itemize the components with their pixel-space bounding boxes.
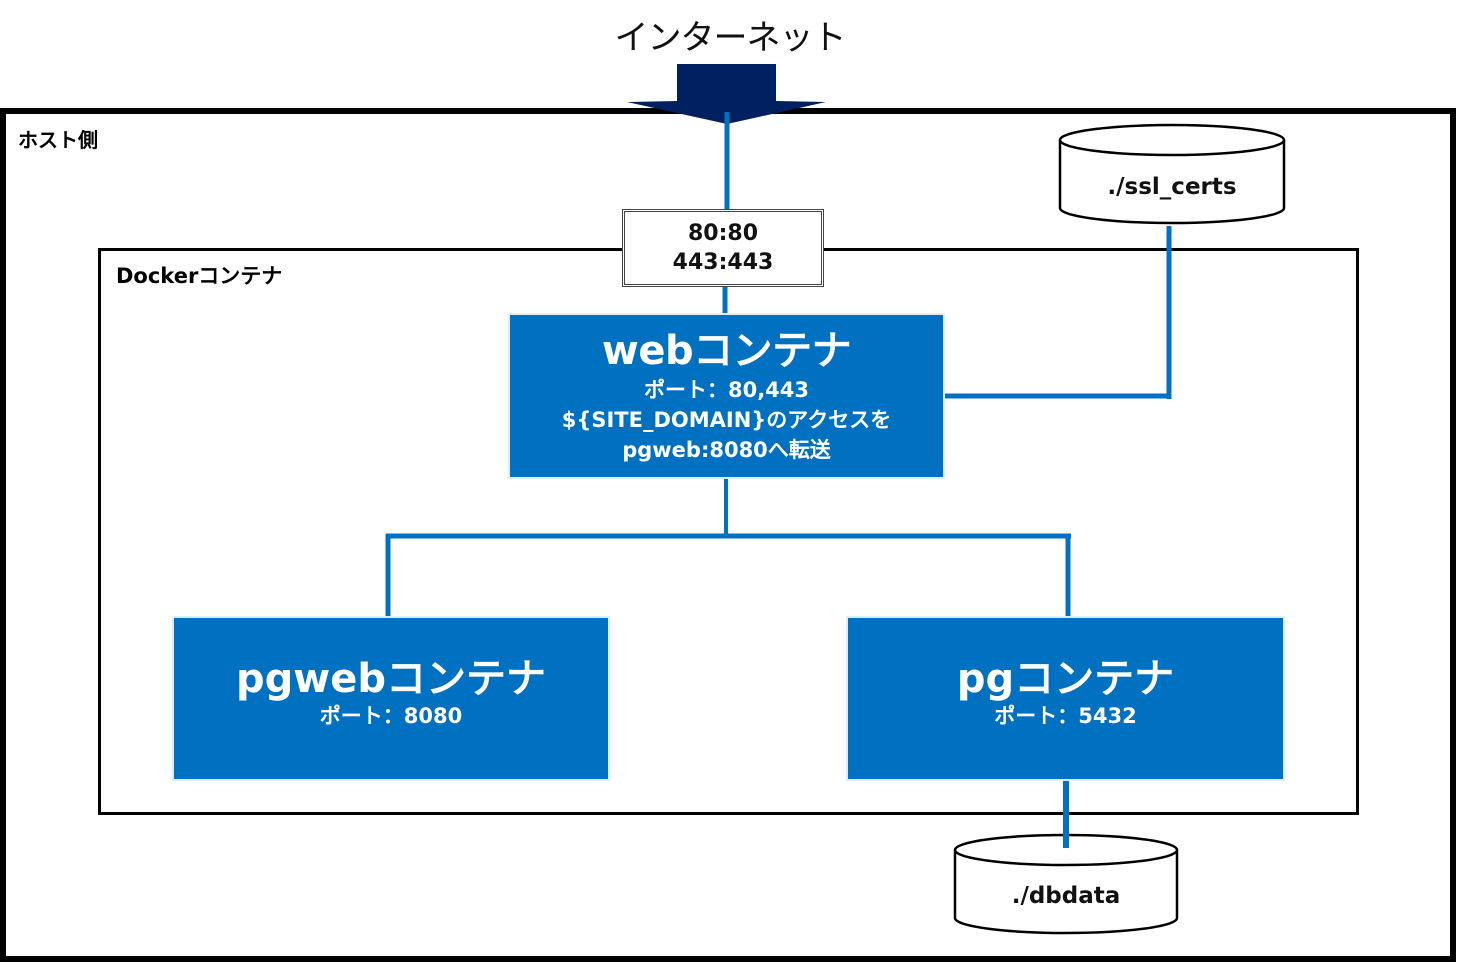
internet-arrow-icon xyxy=(627,64,826,124)
port-mapping-box: 80:80 443:443 xyxy=(622,209,824,287)
ssl-certs-label: ./ssl_certs xyxy=(1107,174,1237,200)
internet-label: インターネット xyxy=(614,18,847,58)
web-container-port: ポート：80,443 xyxy=(643,378,810,402)
ssl-certs-volume-icon xyxy=(1058,123,1286,225)
pgweb-container-title: pgwebコンテナ xyxy=(236,655,546,702)
dbdata-volume-icon xyxy=(953,833,1179,935)
web-container-note-1: ${SITE_DOMAIN}のアクセスを xyxy=(561,408,892,432)
web-container-node: webコンテナ ポート：80,443 ${SITE_DOMAIN}のアクセスを … xyxy=(508,313,945,479)
pgweb-container-node: pgwebコンテナ ポート：8080 xyxy=(172,616,610,781)
web-container-note-2: pgweb:8080へ転送 xyxy=(622,438,831,462)
pg-container-port: ポート：5432 xyxy=(994,703,1137,728)
web-container-title: webコンテナ xyxy=(601,328,852,374)
port-mapping-https: 443:443 xyxy=(672,250,774,275)
port-mapping-http: 80:80 xyxy=(687,221,759,246)
pg-container-node: pgコンテナ ポート：5432 xyxy=(846,616,1285,781)
dbdata-label: ./dbdata xyxy=(1011,883,1121,909)
host-label: ホスト側 xyxy=(18,128,98,152)
pg-container-title: pgコンテナ xyxy=(956,655,1175,702)
pgweb-container-port: ポート：8080 xyxy=(319,703,463,728)
docker-label: Dockerコンテナ xyxy=(116,264,283,288)
